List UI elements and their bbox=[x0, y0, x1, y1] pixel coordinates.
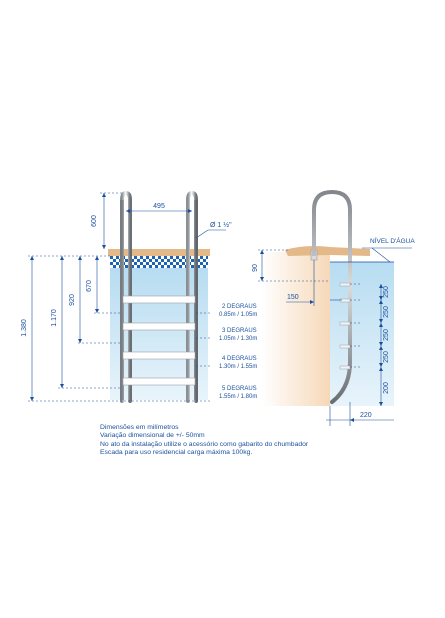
width-dim-label: 495 bbox=[153, 203, 165, 210]
height-670-label: 670 bbox=[86, 280, 93, 292]
step-3 bbox=[122, 351, 196, 360]
spacing-label-1: 250 bbox=[383, 286, 390, 298]
spacing-label-4: 250 bbox=[383, 351, 390, 363]
notes-block: Dimensões em milímetros Variação dimensi… bbox=[100, 424, 400, 458]
spacing-label-5: 200 bbox=[383, 382, 390, 394]
bottom-dim-label: 220 bbox=[360, 412, 372, 419]
water-level-label: NÍVEL D'ÁGUA bbox=[370, 236, 415, 245]
step-label-5-title: 5 DEGRAUS bbox=[222, 386, 257, 392]
pool-wall bbox=[262, 252, 330, 406]
step-label-4-range: 1.30m / 1.55m bbox=[219, 364, 257, 370]
step-label-2-title: 2 DEGRAUS bbox=[222, 304, 257, 310]
spacing-ticks bbox=[379, 284, 383, 406]
note-units: Dimensões em milímetros bbox=[100, 424, 179, 431]
side-deck bbox=[285, 246, 370, 256]
note-load: Escada para uso residencial carga máxima… bbox=[100, 449, 253, 457]
step-2 bbox=[122, 322, 196, 331]
pool-deck bbox=[108, 249, 210, 256]
step-label-2-range: 0.85m / 1.05m bbox=[219, 312, 257, 318]
spacing-label-3: 250 bbox=[383, 329, 390, 341]
offset-dim-label: 150 bbox=[287, 294, 299, 301]
pipe-diameter-label: Ø 1 ½" bbox=[210, 221, 232, 229]
top-dim-label: 90 bbox=[252, 264, 259, 272]
right-rail bbox=[186, 190, 198, 403]
spacing-label-2: 250 bbox=[383, 306, 390, 318]
side-rail bbox=[312, 189, 352, 404]
height-920-label: 920 bbox=[69, 294, 76, 306]
step-label-5-range: 1.55m / 1.80m bbox=[219, 394, 257, 400]
step-4 bbox=[122, 377, 196, 386]
height-1380-label: 1.380 bbox=[21, 319, 28, 337]
left-rail bbox=[120, 190, 132, 403]
step-label-4-title: 4 DEGRAUS bbox=[222, 356, 257, 362]
height-1170-label: 1.170 bbox=[51, 309, 58, 327]
height-above-label: 600 bbox=[91, 215, 98, 227]
front-view: 495 Ø 1 ½" 600 1.380 1.170 920 670 bbox=[21, 190, 257, 403]
step-label-3-range: 1.05m / 1.30m bbox=[219, 336, 257, 342]
step-label-3-title: 3 DEGRAUS bbox=[222, 328, 257, 334]
side-view: NÍVEL D'ÁGUA 90 150 250 250 250 250 200 bbox=[252, 189, 415, 426]
note-installation: No ato da instalação utilize o acessório… bbox=[100, 440, 309, 448]
note-tolerance: Variação dimensional de +/- 50mm bbox=[100, 432, 205, 440]
side-steps bbox=[339, 282, 351, 370]
step-1 bbox=[122, 295, 196, 304]
tile-border bbox=[110, 256, 208, 268]
